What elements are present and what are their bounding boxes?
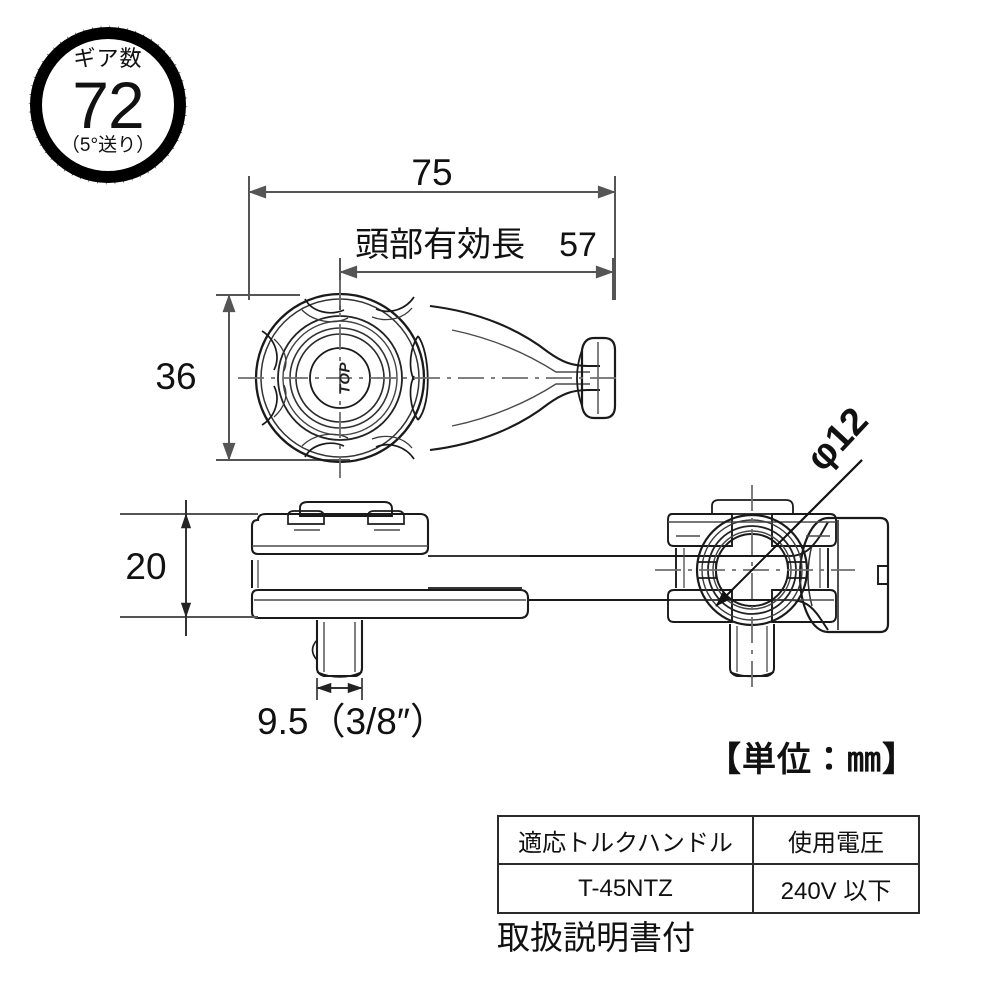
manual-included-note: 取扱説明書付 xyxy=(497,919,695,956)
dimension-head-diameter: 36 xyxy=(155,356,197,397)
table-header-row: 適応トルクハンドル 使用電圧 xyxy=(497,815,920,865)
badge-gear-count: 72 xyxy=(72,68,144,142)
centerlines-end-view xyxy=(655,485,855,690)
table-row: T-45NTZ 240V 以下 xyxy=(497,863,920,914)
unit-note: 【単位：㎜】 xyxy=(707,741,917,779)
table-header-voltage: 使用電圧 xyxy=(752,815,920,865)
centerlines-top-view xyxy=(238,280,616,478)
spec-table: 適応トルクハンドル 使用電圧 T-45NTZ 240V 以下 xyxy=(497,815,920,914)
table-header-torque-handle: 適応トルクハンドル xyxy=(497,815,754,865)
dimension-head-thickness: 20 xyxy=(125,546,167,587)
dimension-square-drive: 9.5（3/8″） xyxy=(257,701,447,742)
dimension-lines-side xyxy=(120,500,363,700)
side-view-ratchet xyxy=(250,501,890,678)
phi12-leader-line xyxy=(715,459,863,607)
dimension-overall-length: 75 xyxy=(411,152,453,193)
dimension-lines-top xyxy=(216,176,616,461)
badge-gear-step: （5°送り） xyxy=(60,135,156,156)
gear-teeth-icon xyxy=(28,25,188,185)
brand-logo: TOP xyxy=(336,361,354,395)
table-cell-voltage: 240V 以下 xyxy=(752,863,920,914)
badge-gear-label: ギア数 xyxy=(73,46,143,71)
dimension-head-effective-length: 頭部有効長 57 xyxy=(355,226,597,264)
table-cell-model: T-45NTZ xyxy=(497,863,754,914)
